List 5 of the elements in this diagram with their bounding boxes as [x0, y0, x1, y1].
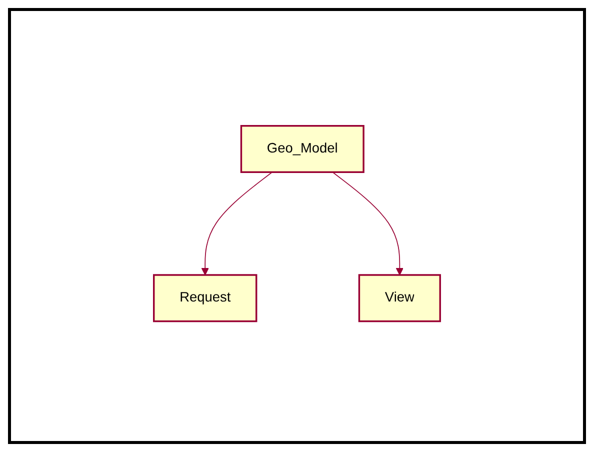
node-box: View: [358, 274, 441, 322]
node-box: Geo_Model: [240, 124, 364, 173]
arrow: [201, 172, 273, 276]
arrow: [332, 172, 404, 276]
node-box: Request: [153, 274, 258, 322]
